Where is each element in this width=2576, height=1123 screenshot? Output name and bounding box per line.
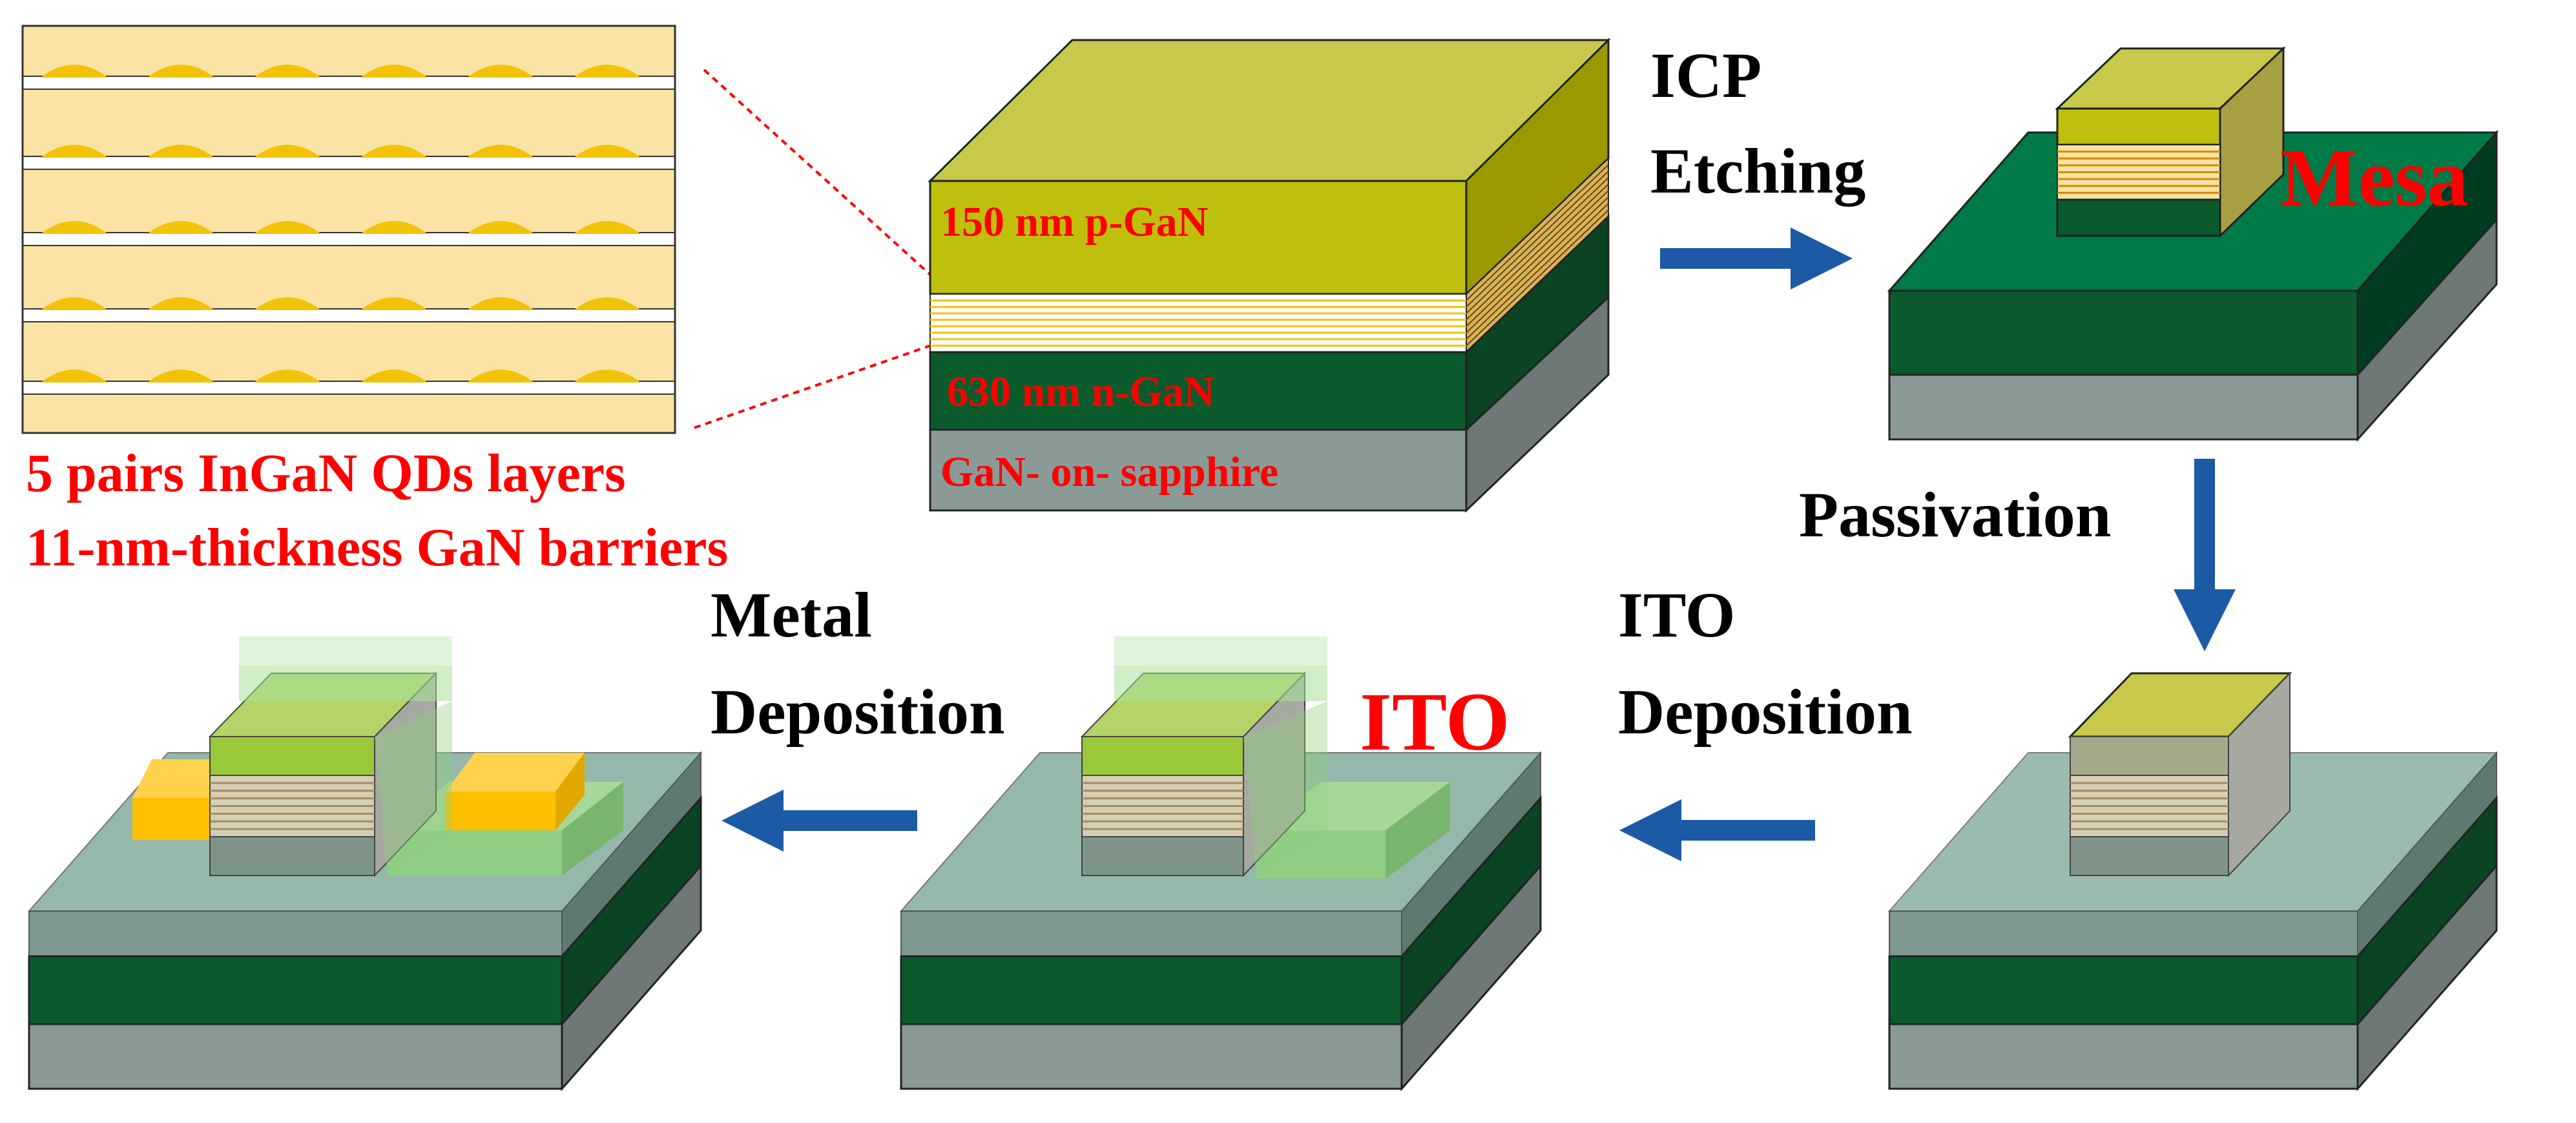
qd-barrier-line — [22, 308, 676, 322]
qd-dot — [41, 221, 108, 234]
qd-layers-inset — [21, 25, 676, 434]
qd-dot — [254, 145, 321, 158]
qd-dot — [574, 145, 641, 158]
step-ito-line2: Deposition — [1618, 676, 1913, 748]
passivated-device — [1887, 671, 2498, 1091]
qd-dot — [467, 145, 534, 158]
qd-dot — [360, 221, 428, 234]
zoom-line-bottom — [694, 344, 931, 429]
epitaxial-stack: 150 nm p-GaN 630 nm n-GaN GaN- on- sapph… — [928, 37, 1611, 513]
qd-dot — [41, 65, 108, 78]
multilayer-stripe — [1466, 177, 1609, 314]
step-icp-line1: ICP — [1650, 39, 1761, 111]
step-passivation: Passivation — [1799, 479, 2111, 551]
step-icp-line2: Etching — [1650, 135, 1865, 207]
metal-device — [27, 636, 703, 1091]
qd-dot — [254, 370, 321, 383]
qd-dot — [360, 370, 428, 383]
qd-dot — [360, 297, 428, 310]
qd-dot — [147, 370, 214, 383]
ito-device: ITO — [899, 636, 1542, 1091]
qd-caption-line1: 5 pairs InGaN QDs layers — [26, 443, 626, 503]
multilayer-stripe — [1466, 196, 1609, 333]
qd-dot — [574, 221, 641, 234]
qd-dot — [360, 65, 428, 78]
step-metal-line1: Metal — [711, 579, 872, 651]
ito-label: ITO — [1360, 676, 1510, 768]
multilayer-stripe — [1466, 164, 1609, 301]
qd-barrier-line — [22, 381, 676, 395]
qd-dot — [41, 145, 108, 158]
qd-barrier-line — [22, 232, 676, 246]
step-metal-line2: Deposition — [711, 676, 1005, 748]
qd-dot — [41, 297, 108, 310]
qd-dot — [574, 370, 641, 383]
layer-label-pgan: 150 nm p-GaN — [940, 198, 1208, 246]
qd-dot — [467, 221, 534, 234]
qd-dot — [467, 297, 534, 310]
qd-dot — [254, 221, 321, 234]
qd-dot — [574, 297, 641, 310]
qd-dot — [360, 145, 428, 158]
qd-dot — [41, 370, 108, 383]
qd-dot — [254, 65, 321, 78]
qd-dot — [147, 65, 214, 78]
qd-dot — [254, 297, 321, 310]
layer-label-substrate: GaN- on- sapphire — [940, 448, 1278, 496]
qd-barrier-line — [22, 76, 676, 90]
layer-label-ngan: 630 nm n-GaN — [947, 368, 1214, 415]
qd-caption-line2: 11-nm-thickness GaN barriers — [26, 518, 728, 578]
qd-dot — [147, 145, 214, 158]
step-ito-line1: ITO — [1618, 579, 1736, 651]
qd-dot — [574, 65, 641, 78]
multilayer-stripe — [1466, 171, 1609, 308]
multilayer-stripe — [1466, 203, 1609, 340]
qd-dot — [147, 297, 214, 310]
qd-dot — [467, 370, 534, 383]
mesa-label: Mesa — [2280, 132, 2468, 224]
qd-dot — [147, 221, 214, 234]
mesa-device: Mesa — [1887, 46, 2499, 442]
qd-barrier-line — [22, 156, 676, 170]
multilayer-stripe — [1466, 190, 1609, 327]
multilayer-stripe — [1466, 209, 1609, 346]
multilayer-stripe — [1466, 184, 1609, 320]
qd-dot — [467, 65, 534, 78]
zoom-line-top — [703, 68, 931, 276]
